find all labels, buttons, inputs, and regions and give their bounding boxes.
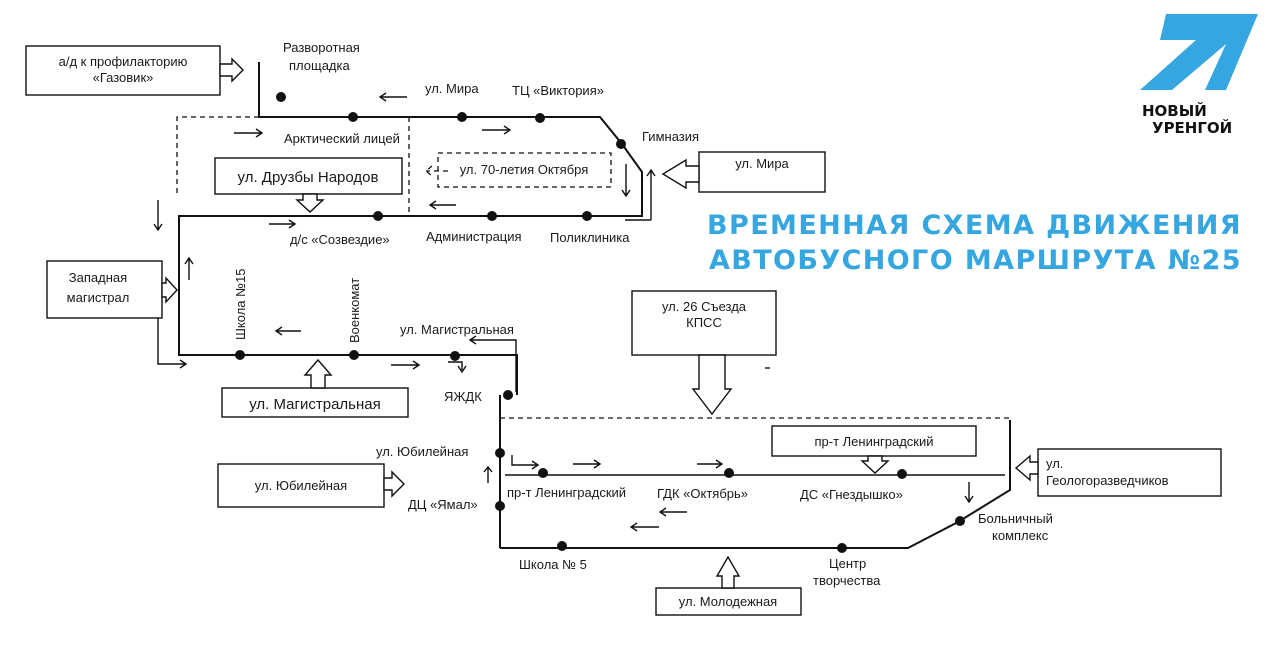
stop-victoria (535, 113, 545, 123)
svg-text:ГДК «Октябрь»: ГДК «Октябрь» (657, 486, 748, 501)
box-geolog: ул. Геологоразведчиков (1014, 448, 1222, 497)
svg-text:Геологоразведчиков: Геологоразведчиков (1046, 473, 1169, 488)
stop-mira (457, 112, 467, 122)
svg-text:ул. Молодежная: ул. Молодежная (679, 594, 777, 609)
svg-text:Школа № 5: Школа № 5 (519, 557, 587, 572)
arrow-logo-icon (1140, 14, 1258, 90)
svg-text:д/с «Созвездие»: д/с «Созвездие» (290, 232, 390, 247)
map-title-line2: АВТОБУСНОГО МАРШРУТА №25 (709, 245, 1242, 276)
svg-text:ДС «Гнездышко»: ДС «Гнездышко» (800, 487, 903, 502)
stop-gdk (724, 468, 734, 478)
stop-administraciya (487, 211, 497, 221)
svg-text:Разворотная: Разворотная (283, 40, 360, 55)
stop-yamal (495, 501, 505, 511)
logo-line2: УРЕНГОЙ (1152, 118, 1232, 137)
svg-text:пр-т Ленинградский: пр-т Ленинградский (507, 485, 626, 500)
roads-upper (178, 62, 652, 395)
svg-text:ул. Юбилейная: ул. Юбилейная (255, 478, 347, 493)
svg-text:ул. Мира: ул. Мира (735, 156, 789, 171)
svg-text:ДЦ «Ямал»: ДЦ «Ямал» (408, 497, 478, 512)
svg-text:ул. 70-летия Октября: ул. 70-летия Октября (460, 162, 589, 177)
box-druzhby: ул. Друзбы Народов (214, 157, 403, 213)
svg-text:ул. Друзбы Народов: ул. Друзбы Народов (238, 169, 379, 186)
stop-arktich (348, 112, 358, 122)
svg-text:Администрация: Администрация (426, 229, 522, 244)
stop-gimnaziya (616, 139, 626, 149)
svg-text:комплекс: комплекс (992, 528, 1049, 543)
svg-text:ЯЖДК: ЯЖДК (444, 389, 482, 404)
svg-text:Центр: Центр (829, 556, 866, 571)
svg-text:Больничный: Больничный (978, 511, 1053, 526)
svg-text:ул. Мира: ул. Мира (425, 81, 479, 96)
svg-text:КПСС: КПСС (686, 315, 722, 330)
logo: НОВЫЙ УРЕНГОЙ (1140, 14, 1258, 137)
box-molodezhnaya: ул. Молодежная (655, 555, 802, 616)
svg-text:пр-т Ленинградский: пр-т Ленинградский (814, 434, 933, 449)
stop-gnezd (897, 469, 907, 479)
svg-text:ТЦ «Виктория»: ТЦ «Виктория» (512, 83, 604, 98)
svg-text:ул. 26 Съезда: ул. 26 Съезда (662, 299, 747, 314)
box-mira-right: ул. Мира (661, 151, 826, 193)
stop-centr (837, 543, 847, 553)
svg-text:Арктический лицей: Арктический лицей (284, 131, 400, 146)
map-title-line1: ВРЕМЕННАЯ СХЕМА ДВИЖЕНИЯ (707, 210, 1242, 241)
svg-text:магистрал: магистрал (67, 290, 130, 305)
svg-text:Поликлиника: Поликлиника (550, 230, 630, 245)
svg-text:ул. Магистральная: ул. Магистральная (249, 396, 380, 413)
stops (235, 92, 965, 553)
svg-text:Военкомат: Военкомат (347, 278, 362, 343)
svg-text:площадка: площадка (289, 58, 350, 73)
stop-yazhdk (503, 390, 513, 400)
stop-labels: Разворотная площадка ул. Мира ТЦ «Виктор… (233, 40, 1053, 588)
stop-bolnich (955, 516, 965, 526)
svg-text:Школа №15: Школа №15 (233, 268, 248, 340)
stop-shkola15 (235, 350, 245, 360)
box-oktyabrya: ул. 70-летия Октября (424, 152, 612, 188)
box-zapadnaya: Западная магистрал (46, 260, 178, 319)
box-yubileynaya: ул. Юбилейная (217, 463, 405, 508)
svg-text:ул. Магистральная: ул. Магистральная (400, 322, 514, 337)
logo-line1: НОВЫЙ (1142, 101, 1207, 120)
svg-text:творчества: творчества (813, 573, 881, 588)
box-leningradsky: пр-т Ленинградский (771, 425, 977, 474)
box-gazovik: а/д к профилакторию «Газовик» (25, 45, 244, 96)
stop-magistr (450, 351, 460, 361)
svg-text:ул.: ул. (1046, 456, 1063, 471)
svg-text:а/д к профилакторию: а/д к профилакторию (59, 54, 188, 69)
stop-yubil (495, 448, 505, 458)
stop-poliklinika (582, 211, 592, 221)
box-s26: ул. 26 Съезда КПСС (631, 290, 777, 416)
box-magistralnaya: ул. Магистральная (221, 358, 409, 418)
stop-razvorot (276, 92, 286, 102)
stop-sozvezdie (373, 211, 383, 221)
direction-arrows (153, 92, 974, 532)
stop-shkola5 (557, 541, 567, 551)
svg-text:Гимназия: Гимназия (642, 129, 699, 144)
svg-text:Западная: Западная (69, 270, 127, 285)
stop-voenkomat (349, 350, 359, 360)
svg-text:ул. Юбилейная: ул. Юбилейная (376, 444, 468, 459)
svg-text:«Газовик»: «Газовик» (93, 70, 154, 85)
stop-prt-len (538, 468, 548, 478)
dashed-paths (176, 116, 1010, 419)
